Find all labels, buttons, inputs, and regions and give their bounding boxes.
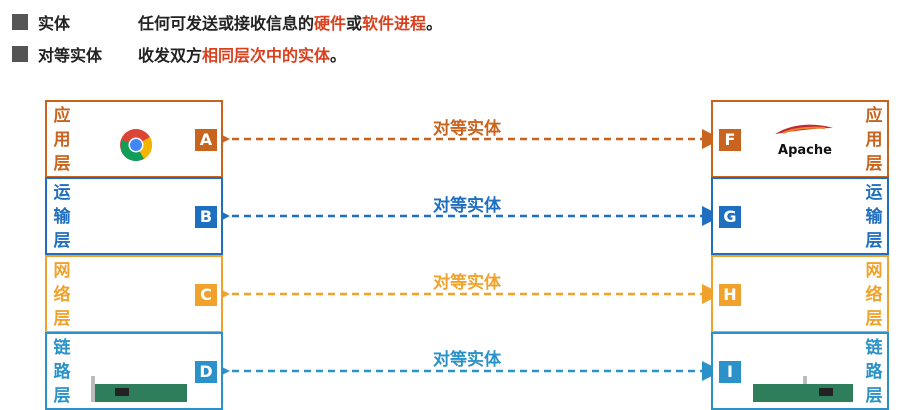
definition-term: 对等实体 — [38, 46, 103, 65]
bullet-square-icon — [12, 46, 28, 62]
right-layer-application: F Apache 应用层 — [711, 100, 889, 178]
layer-char: 网 — [53, 261, 71, 281]
right-layer-link: I 链路层 — [711, 332, 889, 410]
layer-name: 链路层 — [864, 336, 884, 408]
layer-char: 络 — [865, 285, 883, 305]
definition-part: 。 — [426, 14, 443, 33]
layer-name: 运输层 — [52, 181, 72, 253]
definition-peer-entity: 对等实体 收发双方相同层次中的实体。 — [12, 40, 346, 68]
layer-char: 用 — [865, 130, 883, 150]
layer-char: 络 — [53, 285, 71, 305]
layer-char: 路 — [865, 362, 883, 382]
layer-char: 层 — [865, 386, 883, 406]
layer-char: 运 — [865, 183, 883, 203]
definition-part-highlight: 软件进程 — [362, 14, 427, 33]
layer-char: 层 — [53, 154, 71, 174]
layer-char: 链 — [53, 338, 71, 358]
layer-name: 网络层 — [864, 259, 884, 331]
peer-label-transport: 对等实体 — [433, 196, 501, 216]
definition-text: 任何可发送或接收信息的硬件或软件进程。 — [138, 10, 442, 34]
left-layer-application: 应用层 A — [45, 100, 223, 178]
peer-label-application: 对等实体 — [433, 119, 501, 139]
layer-char: 输 — [53, 207, 71, 227]
layer-char: 层 — [865, 309, 883, 329]
left-layer-link: 链路层 D — [45, 332, 223, 410]
badge-b: B — [195, 206, 217, 228]
layer-name: 应用层 — [52, 104, 72, 176]
badge-a: A — [195, 129, 217, 151]
peer-label-network: 对等实体 — [433, 273, 501, 293]
right-layer-transport: G 运输层 — [711, 177, 889, 255]
layer-char: 路 — [53, 362, 71, 382]
layer-char: 输 — [865, 207, 883, 227]
peer-label-link: 对等实体 — [433, 350, 501, 370]
definition-part: 。 — [330, 46, 347, 65]
badge-c: C — [195, 284, 217, 306]
layer-char: 层 — [865, 154, 883, 174]
layer-name: 网络层 — [52, 259, 72, 331]
apache-label: Apache — [778, 143, 832, 158]
layer-char: 层 — [53, 231, 71, 251]
definition-part: 或 — [346, 14, 363, 33]
right-layer-network: H 网络层 — [711, 255, 889, 333]
layer-char: 层 — [865, 231, 883, 251]
layer-char: 运 — [53, 183, 71, 203]
apache-feather-icon: Apache — [773, 122, 837, 162]
left-layer-network: 网络层 C — [45, 255, 223, 333]
network-card-icon — [753, 376, 853, 402]
definition-part-highlight: 硬件 — [314, 14, 347, 33]
badge-h: H — [719, 284, 741, 306]
definition-part: 任何可发送或接收信息的 — [138, 14, 315, 33]
definition-term: 实体 — [38, 14, 71, 33]
chrome-icon — [120, 129, 153, 162]
badge-g: G — [719, 206, 741, 228]
layer-char: 链 — [865, 338, 883, 358]
layer-char: 应 — [53, 106, 71, 126]
bullet-square-icon — [12, 14, 28, 30]
layer-name: 应用层 — [864, 104, 884, 176]
layer-name: 运输层 — [864, 181, 884, 253]
badge-d: D — [195, 361, 217, 383]
peer-arrows — [210, 129, 722, 381]
layer-char: 用 — [53, 130, 71, 150]
layer-char: 层 — [53, 309, 71, 329]
definition-part-highlight: 相同层次中的实体 — [202, 46, 331, 65]
network-card-icon — [91, 376, 187, 402]
layer-char: 应 — [865, 106, 883, 126]
badge-f: F — [719, 129, 741, 151]
left-layer-transport: 运输层 B — [45, 177, 223, 255]
layer-char: 网 — [865, 261, 883, 281]
apache-feather-icon — [775, 124, 833, 134]
layer-char: 层 — [53, 386, 71, 406]
badge-i: I — [719, 361, 741, 383]
definition-part: 收发双方 — [138, 46, 203, 65]
definition-text: 收发双方相同层次中的实体。 — [138, 42, 346, 66]
definition-entity: 实体 任何可发送或接收信息的硬件或软件进程。 — [12, 8, 442, 36]
layer-name: 链路层 — [52, 336, 72, 408]
